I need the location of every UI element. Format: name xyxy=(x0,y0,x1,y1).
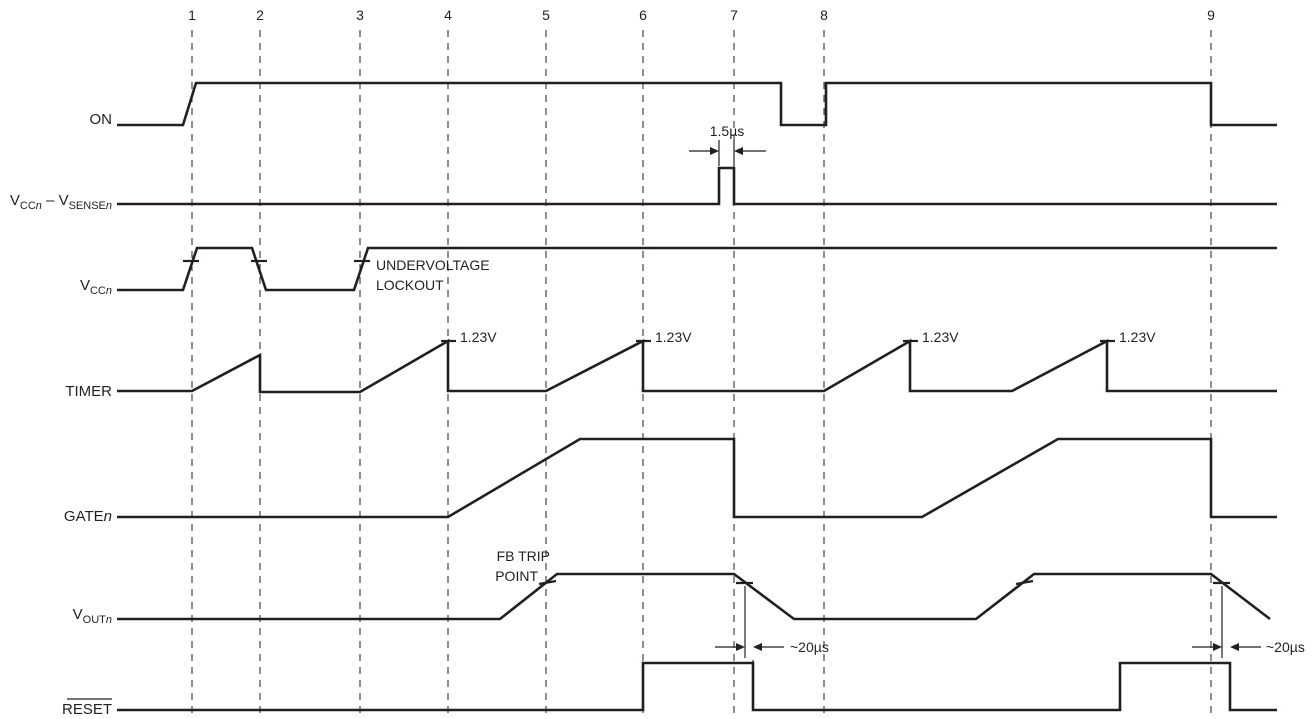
vout-fb-tick-2 xyxy=(1015,579,1034,586)
marker-3: 3 xyxy=(356,7,364,23)
wave-on xyxy=(117,81,1277,127)
label-reset: RESET xyxy=(62,701,112,718)
label-vcc-sense-v1: V xyxy=(10,192,20,209)
pulse-arrow-right-head xyxy=(734,147,743,155)
marker-8: 8 xyxy=(820,7,828,23)
wave-timer xyxy=(117,338,1277,394)
label-gate: GATEn xyxy=(64,508,112,525)
marker-5: 5 xyxy=(542,7,550,23)
delay2-arrow-left-head xyxy=(1213,643,1222,651)
label-vcc-sense-sub2: SENSE xyxy=(69,200,106,212)
label-vcc: VCCn xyxy=(80,277,112,297)
marker-7: 7 xyxy=(730,7,738,23)
marker-6: 6 xyxy=(639,7,647,23)
uv-lockout-line1: UNDERVOLTAGE xyxy=(376,257,490,273)
label-vcc-sense-n2: n xyxy=(106,200,112,212)
wave-vcc-minus-vsense xyxy=(117,166,1277,206)
label-vout-sub: OUT xyxy=(83,614,107,626)
waveforms xyxy=(117,81,1277,712)
label-vcc-main: V xyxy=(80,277,90,294)
wave-gate xyxy=(117,437,1277,519)
label-gate-main: GATE xyxy=(64,508,104,525)
label-gate-n: n xyxy=(104,508,112,525)
wave-vcc xyxy=(117,246,1277,292)
label-on: ON xyxy=(90,111,113,128)
vout-fb-tick-1 xyxy=(538,579,557,586)
threshold-ticks xyxy=(183,259,1230,586)
delay1-arrow-left-head xyxy=(736,643,745,651)
pulse-arrow-left-head xyxy=(710,147,719,155)
label-vout: VOUTn xyxy=(73,606,112,626)
threshold-label-6: 1.23V xyxy=(655,329,692,345)
threshold-label-4: 1.23V xyxy=(460,329,497,345)
label-vout-main: V xyxy=(73,606,83,623)
uv-lockout-line2: LOCKOUT xyxy=(376,277,444,293)
label-vcc-sense-sub1: CC xyxy=(20,200,36,212)
delay1-label: ~20µs xyxy=(790,639,829,655)
annotations: 1.5µs UNDERVOLTAGE LOCKOUT 1.23V 1.23V 1… xyxy=(376,123,1305,665)
delay2-label: ~20µs xyxy=(1266,639,1305,655)
pulse-width-label: 1.5µs xyxy=(710,123,745,139)
threshold-label-end: 1.23V xyxy=(1119,329,1156,345)
fb-trip-line1: FB TRIP xyxy=(497,548,550,564)
label-vout-n: n xyxy=(106,614,112,626)
marker-1: 1 xyxy=(188,7,196,23)
label-vcc-sense-dash: – V xyxy=(42,192,69,209)
label-timer: TIMER xyxy=(65,383,112,400)
threshold-label-8: 1.23V xyxy=(922,329,959,345)
marker-9: 9 xyxy=(1207,7,1215,23)
marker-labels: 1 2 3 4 5 6 7 8 9 xyxy=(188,7,1215,23)
label-vcc-sense-n1: n xyxy=(36,200,42,212)
wave-vout xyxy=(117,572,1271,621)
delay1-arrow-right-head xyxy=(753,643,762,651)
fb-trip-line2: POINT xyxy=(495,568,538,584)
marker-guides xyxy=(191,30,1212,716)
wave-reset xyxy=(117,661,1277,712)
label-vcc-n: n xyxy=(106,285,112,297)
marker-2: 2 xyxy=(256,7,264,23)
marker-4: 4 xyxy=(444,7,452,23)
label-vcc-sub: CC xyxy=(90,285,106,297)
signal-labels: ON VCCn – VSENSEn VCCn TIMER GATEn VOUTn… xyxy=(10,111,112,718)
delay2-arrow-right-head xyxy=(1230,643,1239,651)
label-vcc-minus-vsense: VCCn – VSENSEn xyxy=(10,192,112,212)
